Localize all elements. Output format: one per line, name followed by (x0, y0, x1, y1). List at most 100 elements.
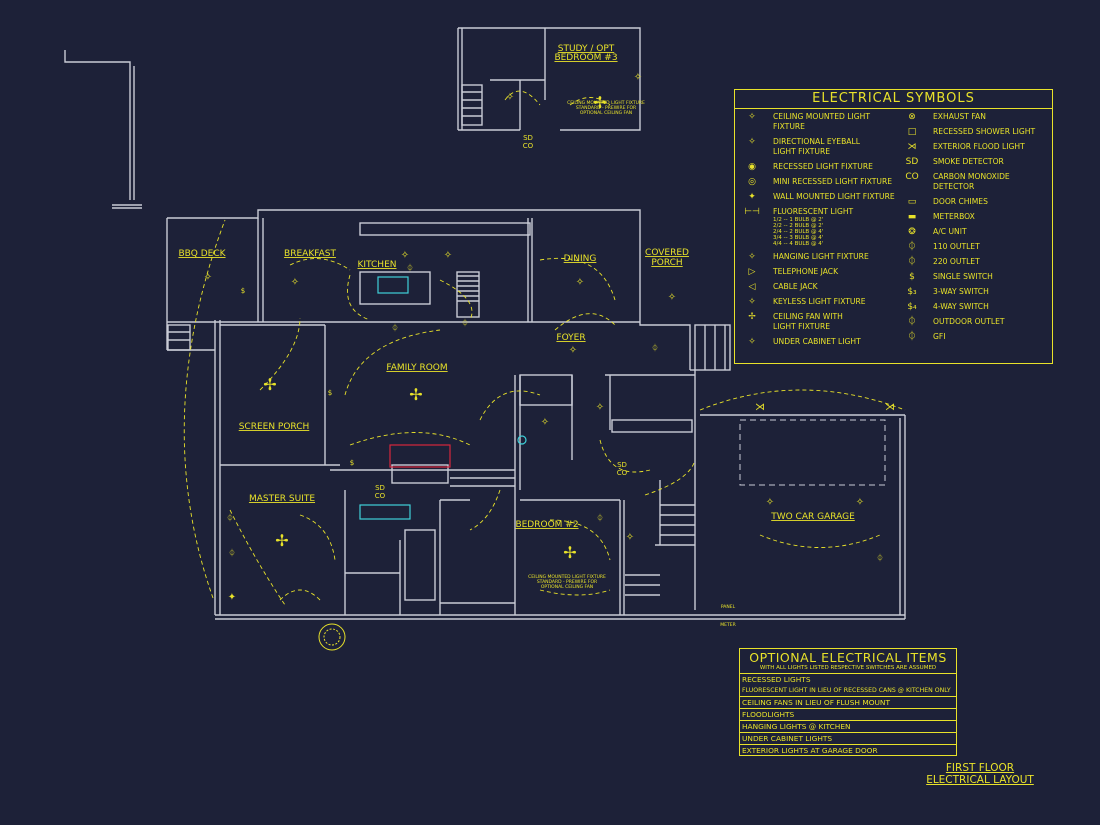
legend-row: ▭DOOR CHIMES (897, 197, 1052, 207)
outlet-110-icon: ⏀ (407, 263, 414, 272)
legend-row: ⊗EXHAUST FAN (897, 112, 1052, 122)
room-label: DINING (564, 254, 597, 264)
room-label: COVERED (645, 248, 689, 258)
legend-row: ❂A/C UNIT (897, 227, 1052, 237)
legend-label: EXTERIOR FLOOD LIGHT (933, 142, 1025, 151)
legend-label: RECESSED LIGHT FIXTURE (773, 162, 873, 171)
mini-recessed-icon: ◎ (748, 177, 756, 187)
room-label: STUDY / OPT (558, 44, 615, 54)
note-line: OPTIONAL CEILING FAN (580, 110, 632, 116)
note-line: STANDARD - PREWIRE FOR (537, 579, 597, 585)
smoke-detector-icon: SD (523, 134, 533, 142)
ceiling-fan-icon: ✢ (563, 543, 576, 562)
note-line: STANDARD - PREWIRE FOR (576, 105, 636, 111)
ac-unit-icon (318, 623, 346, 651)
single-switch-icon: $ (350, 459, 354, 467)
room-label: TWO CAR GARAGE (770, 512, 855, 522)
legend-left-column: ✧CEILING MOUNTED LIGHT FIXTURE✧DIRECTION… (737, 112, 899, 352)
master-bath-accent (359, 504, 411, 520)
ceiling-light-icon: ✧ (569, 345, 577, 356)
legend-label: FLUORESCENT LIGHT (773, 207, 854, 216)
optional-item: HANGING LIGHTS @ KITCHEN (740, 721, 956, 733)
legend-label: CEILING MOUNTED LIGHT FIXTURE (773, 112, 870, 131)
optional-item: UNDER CABINET LIGHTS (740, 733, 956, 745)
switch-wiring (183, 90, 906, 606)
ceiling-light-icon: ✧ (401, 250, 409, 261)
ceiling-light-icon: ✧ (444, 250, 452, 261)
outlet-110-icon: ⏀ (392, 323, 399, 332)
room-label: BEDROOM #3 (554, 53, 617, 63)
optional-item: EXTERIOR LIGHTS AT GARAGE DOOR (740, 745, 956, 756)
optional-item-text: FLOODLIGHTS (742, 710, 795, 719)
walls (64, 27, 906, 620)
flood-light-icon: ⋊ (907, 142, 917, 152)
legend-row: ◁CABLE JACK (737, 282, 899, 292)
legend-row: □RECESSED SHOWER LIGHT (897, 127, 1052, 137)
legend-sublabel: 4/4 -- 4 BULB @ 4' (773, 241, 824, 247)
room-label: BREAKFAST (284, 249, 336, 259)
optional-item-text: FLUORESCENT LIGHT IN LIEU OF RECESSED CA… (742, 687, 951, 694)
legend-row: ▬METERBOX (897, 212, 1052, 222)
single-switch-icon: $ (328, 389, 332, 397)
meterbox-icon: ▬ (907, 212, 917, 222)
legend-label: SMOKE DETECTOR (933, 157, 1004, 166)
legend-row: ✧CEILING MOUNTED LIGHT FIXTURE (737, 112, 899, 132)
legend-label: EXHAUST FAN (933, 112, 986, 121)
legend-label: CARBON MONOXIDE DETECTOR (933, 172, 1010, 191)
meter-label: METER (720, 622, 735, 628)
room-label: SCREEN PORCH (239, 422, 310, 432)
smoke-detector-icon: SD (617, 461, 627, 469)
ceiling-fan-icon: ✢ (263, 375, 276, 394)
ceiling-light-icon: ✧ (634, 72, 642, 83)
legend-label: A/C UNIT (933, 227, 967, 236)
co-detector-icon: CO (375, 492, 386, 500)
legend-row: ⋊ EXTERIOR FLOOD LIGHT (897, 142, 1052, 152)
legend-row: ✦WALL MOUNTED LIGHT FIXTURE (737, 192, 899, 202)
ceiling-light-icon: ✧ (856, 497, 864, 508)
legend-label: DIRECTIONAL EYEBALL (773, 137, 860, 146)
smoke-detector-icon: SD (375, 484, 385, 492)
outlets-switches: $ $ $ ⏀ ⏀ ⏀ ⏀ ⏀ ⏀ ⏀ ⏀ SD CO SD CO SD CO (227, 134, 884, 562)
legend-label: LIGHT FIXTURE (773, 147, 831, 156)
ceiling-fan-icon: ✢ (593, 93, 606, 112)
title-line-1: FIRST FLOOR (945, 762, 1015, 774)
legend-title: ELECTRICAL SYMBOLS (735, 90, 1052, 109)
legend-row: ◎MINI RECESSED LIGHT FIXTURE (737, 177, 899, 187)
legend-label: DOOR CHIMES (933, 197, 988, 206)
recessed-light-icon: ◉ (748, 162, 756, 172)
legend-row: ⏀ GFI (897, 332, 1052, 342)
powder-accent (517, 435, 527, 445)
legend-row: $SINGLE SWITCH (897, 272, 1052, 282)
co-detector-icon: CO (905, 172, 919, 182)
ceiling-light-icon: ✧ (541, 417, 549, 428)
room-label: FAMILY ROOM (386, 363, 447, 373)
kitchen-island-accent (377, 276, 409, 294)
legend-label: 110 OUTLET (933, 242, 980, 251)
legend-label: 220 OUTLET (933, 257, 980, 266)
ceiling-fans: ✢ ✢ ✢ ✢ ✢ (263, 93, 606, 562)
legend-label: CEILING FAN WITH (773, 312, 843, 321)
light-fixtures: ✧ ✧ ✧ ✧ ✧ ✧ ✧ ✧ ✧ ✧ ✧ ✧ ✧ ✧ ✦ ⋊ ⋊ (204, 72, 895, 603)
optional-item-text: RECESSED LIGHTS (742, 675, 811, 684)
optional-items-list: RECESSED LIGHTS FLUORESCENT LIGHT IN LIEU… (740, 674, 956, 756)
ceiling-light-icon: ✧ (576, 277, 584, 288)
flood-light-icon: ⋊ (755, 402, 765, 413)
single-switch-icon: $ (909, 272, 915, 282)
outdoor-outlet-icon: ⏀ (907, 317, 917, 327)
gfi-icon: ⏀ (907, 332, 917, 342)
legend-row: ⏀110 OUTLET (897, 242, 1052, 252)
title-line-2: ELECTRICAL LAYOUT (926, 774, 1034, 786)
optional-item: FLOODLIGHTS (740, 709, 956, 721)
legend-right-column: ⊗EXHAUST FAN □RECESSED SHOWER LIGHT ⋊ EXTER… (897, 112, 1052, 347)
drawing-title: FIRST FLOOR ELECTRICAL LAYOUT (920, 762, 1040, 786)
legend-sublabel: 2/4 -- 2 BULB @ 4' (773, 229, 824, 235)
optional-note: WITH ALL LIGHTS LISTED RESPECTIVE SWITCH… (740, 665, 956, 674)
co-detector-icon: CO (523, 142, 534, 150)
legend-label: WALL MOUNTED LIGHT FIXTURE (773, 192, 895, 201)
legend-label: GFI (933, 332, 946, 341)
